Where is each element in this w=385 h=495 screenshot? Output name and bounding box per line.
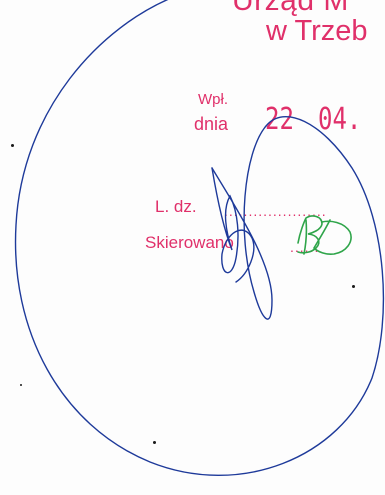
ink-dot	[11, 144, 14, 147]
stamp-file-number-label: L. dz.	[155, 197, 197, 216]
stamp-office-town: w Trzeb	[266, 15, 368, 47]
stamp-date-day: 22	[265, 101, 294, 137]
ink-dot	[352, 285, 355, 288]
ink-dot	[20, 384, 22, 386]
stamp-office-name: Urząd M	[232, 0, 349, 17]
stamp-date-month: 04.	[318, 101, 362, 137]
stamp-file-number-dots: .....................	[224, 203, 327, 219]
stamp-assigned-dots: ......	[290, 239, 320, 255]
ink-dot	[153, 441, 156, 444]
blue-signature-inner-loop	[211, 167, 255, 283]
stamp-assigned-label: Skierowano	[145, 233, 234, 252]
stamp-received-label: Wpł.	[198, 91, 228, 108]
stamp-date-label: dnia	[194, 114, 229, 134]
